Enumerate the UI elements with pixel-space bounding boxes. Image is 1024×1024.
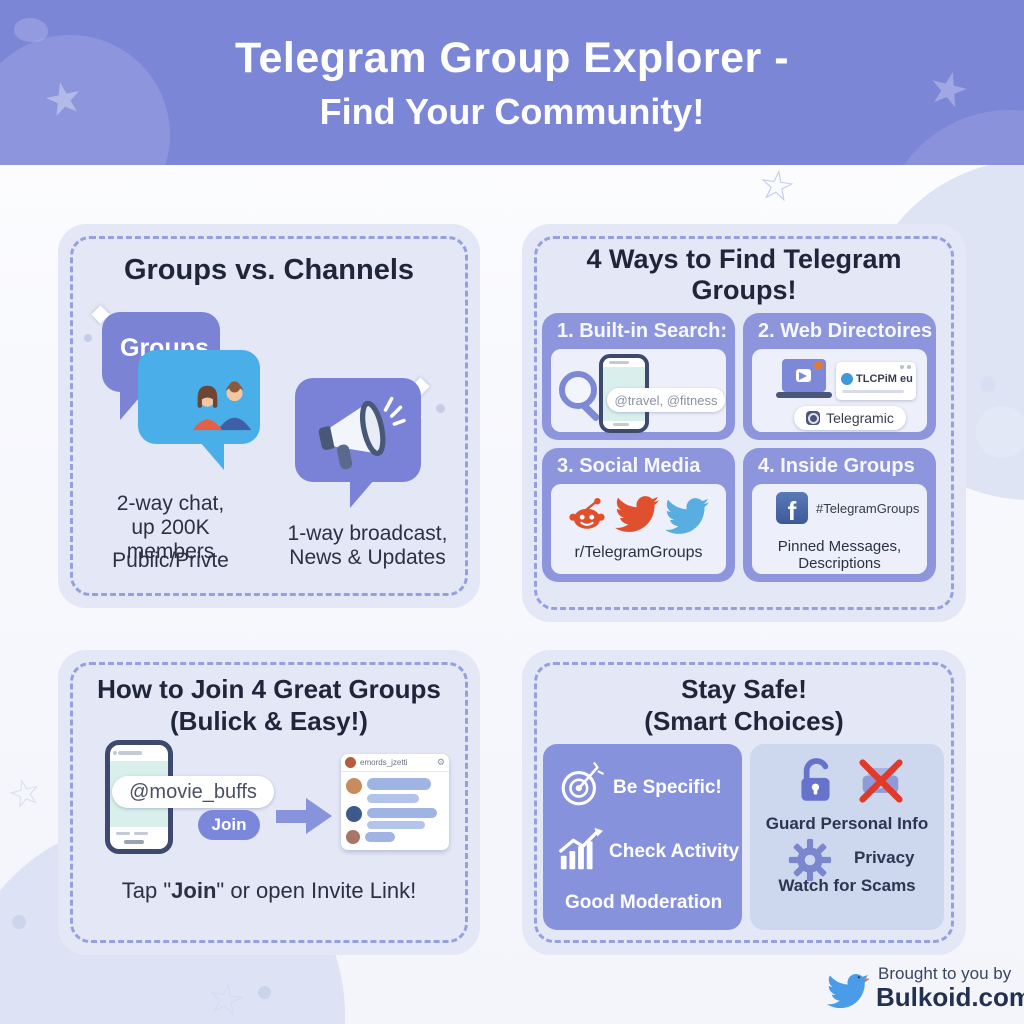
- panel-how-to-join: How to Join 4 Great Groups (Bulick & Eas…: [58, 650, 480, 955]
- panel4-title-line2: (Smart Choices): [644, 706, 844, 736]
- panel3-title-line2: (Bulick & Easy!): [170, 706, 368, 736]
- tip-check-activity: Check Activity: [609, 841, 740, 862]
- find-box-social-media: 3. Social Media r/Tel: [542, 448, 735, 582]
- star-outline-bottom-center: ☆: [202, 971, 250, 1024]
- star-outline-below-header: ☆: [754, 159, 799, 212]
- panel3-title-line1: How to Join 4 Great Groups: [97, 674, 441, 704]
- panel2-title-line2: Groups!: [691, 275, 797, 305]
- arrow-right-icon: [276, 798, 334, 834]
- panel-find-groups: 4 Ways to Find Telegram Groups! 1. Built…: [522, 224, 966, 622]
- find-box3-content: r/TelegramGroups: [551, 484, 726, 574]
- find-box-builtin-search: 1. Built-in Search: @travel, @fitness: [542, 313, 735, 440]
- star-outline-left-edge: ☆: [3, 769, 47, 819]
- find-box-inside-groups: 4. Inside Groups f #TelegramGroups Pinne…: [743, 448, 936, 582]
- members-bubble-tail: [200, 442, 224, 470]
- find-box2-content: TLCPiM eu Telegramic: [752, 349, 927, 432]
- group-handle-pill: @movie_buffs: [112, 776, 274, 808]
- page-title-line1: Telegram Group Explorer -: [234, 34, 790, 82]
- search-query-pill: @travel, @fitness: [607, 388, 725, 412]
- tips-box: Be Specific! Check Activity Good Moderat…: [543, 744, 742, 930]
- privacy-gear-icon: [788, 838, 832, 882]
- header-banner: ★ ★ Telegram Group Explorer - Find Your …: [0, 0, 1024, 165]
- chat-title: emords_jzetti: [360, 758, 408, 767]
- panel4-title-line1: Stay Safe!: [681, 674, 807, 704]
- find-box1-title: 1. Built-in Search:: [557, 320, 728, 342]
- find-box4-title: 4. Inside Groups: [758, 455, 915, 477]
- chat-preview-card: emords_jzetti ⚙: [341, 754, 449, 850]
- decor-header-blob: [14, 18, 48, 42]
- find-box-web-directories: 2. Web Directoires TLCPiM eu: [743, 313, 936, 440]
- sparkle-dot: [84, 334, 92, 342]
- brought-to-you-text: Brought to you by: [878, 964, 1012, 983]
- decor-circle-right-small: [976, 406, 1024, 458]
- decor-dot-bottom-left: [12, 915, 26, 929]
- twitter-icon-orange: [615, 496, 659, 532]
- site-logo-icon: [841, 373, 853, 385]
- twitter-icon-blue: [665, 498, 709, 534]
- safety-guard-info: Guard Personal Info: [765, 814, 929, 833]
- search-icon-handle: [580, 401, 601, 423]
- reddit-icon: [569, 498, 605, 529]
- channel-bubble-tail: [350, 480, 374, 508]
- groups-caption: 2-way chat, up 200K members: [116, 492, 225, 563]
- tip-good-moderation: Good Moderation: [565, 892, 723, 913]
- no-scam-icon: [859, 759, 903, 803]
- panel2-title-line1: 4 Ways to Find Telegram: [586, 244, 902, 274]
- chat-settings-icon: ⚙: [436, 757, 445, 767]
- decor-dot-bottom-center: [258, 986, 271, 999]
- subreddit-caption: r/TelegramGroups: [574, 544, 703, 561]
- target-icon: [561, 762, 604, 806]
- safety-box: Guard Personal Info Privacy Watch for Sc…: [750, 744, 944, 930]
- page-title-line2: Find Your Community!: [319, 91, 705, 132]
- browser-window-icon: TLCPiM eu: [836, 362, 916, 400]
- join-button[interactable]: Join: [198, 810, 260, 840]
- panel-groups-vs-channels: Groups vs. Channels Groups: [58, 224, 480, 608]
- safety-watch-scams: Watch for Scams: [778, 876, 916, 895]
- megaphone-icon: [318, 396, 406, 470]
- groups-caption-privacy: Public/Privte: [112, 549, 229, 572]
- join-instruction: Tap "Join" or open Invite Link!: [121, 878, 417, 903]
- decor-dot-right: [980, 376, 996, 392]
- find-box3-title: 3. Social Media: [557, 455, 701, 477]
- search-query-text: @travel, @fitness: [614, 392, 718, 408]
- facebook-icon: f: [776, 492, 808, 524]
- open-padlock-icon: [801, 758, 830, 801]
- footer-attribution: Brought to you by Bulkoid.com: [826, 962, 1024, 1020]
- safety-privacy: Privacy: [854, 848, 915, 867]
- site-name: TLCPiM eu: [856, 373, 913, 385]
- laptop-icon: [776, 359, 832, 401]
- find-box1-content: @travel, @fitness: [551, 349, 726, 433]
- find-box2-title: 2. Web Directoires: [758, 320, 933, 342]
- directory-logo-icon: [806, 411, 821, 425]
- panel1-title: Groups vs. Channels: [123, 254, 415, 286]
- inside-groups-caption: Pinned Messages, Descriptions: [777, 538, 902, 572]
- group-handle-text: @movie_buffs: [129, 780, 257, 803]
- directory-name: Telegramic: [826, 410, 894, 426]
- find-box4-content: f #TelegramGroups Pinned Messages, Descr…: [752, 484, 927, 574]
- people-icon: [192, 381, 252, 431]
- panel-stay-safe: Stay Safe! (Smart Choices) Be Specific!: [522, 650, 966, 955]
- activity-chart-icon: [559, 827, 604, 870]
- channels-caption: 1-way broadcast, News & Updates: [287, 522, 448, 569]
- tip-be-specific: Be Specific!: [613, 777, 722, 798]
- hashtag-text: #TelegramGroups: [816, 501, 920, 516]
- directory-pill: Telegramic: [794, 406, 906, 430]
- search-icon: [559, 371, 597, 409]
- bulkoid-bird-icon: [827, 973, 870, 1009]
- brand-link[interactable]: Bulkoid.com: [876, 982, 1024, 1012]
- sparkle-dot: [436, 404, 445, 413]
